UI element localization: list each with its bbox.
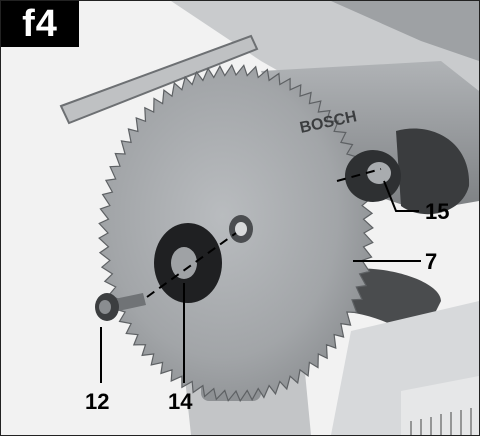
callout-14: 14 [168, 389, 193, 414]
assembly-axis-front [146, 232, 237, 298]
leader-15 [383, 180, 419, 212]
housing-shadow [331, 1, 479, 61]
arbor-hole-highlight [235, 222, 247, 236]
callout-7: 7 [425, 249, 438, 274]
guide-rail [59, 34, 259, 125]
flange-bore [171, 247, 197, 279]
callout-12: 12 [85, 389, 110, 414]
motor-body [396, 128, 470, 215]
assembly-axis-rear [336, 168, 382, 182]
spindle [367, 162, 391, 184]
scale-ticks [410, 408, 472, 435]
callout-15: 15 [425, 199, 450, 224]
figure-badge: f4 [1, 1, 79, 47]
screw-head-highlight [99, 300, 111, 314]
